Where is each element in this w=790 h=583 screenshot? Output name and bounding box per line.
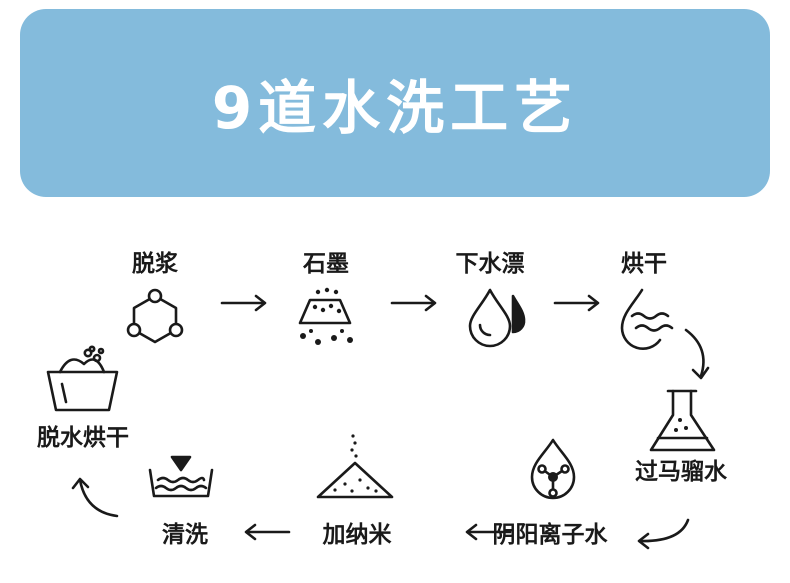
arrow-2: [390, 294, 437, 312]
step-label-wash: 清洗: [162, 522, 208, 548]
wash-basin-bubbles-icon: [46, 345, 119, 412]
step-label-rinse: 下水漂: [455, 251, 525, 277]
step-label-desizing: 脱浆: [132, 251, 178, 277]
wash-tub-icon: [148, 455, 214, 498]
arrow-1: [220, 294, 267, 312]
step-label-ion-water: 阴阳离子水: [492, 522, 608, 548]
page-title: 9道水洗工艺: [211, 74, 579, 142]
arrow-5: [637, 518, 690, 550]
step-label-graphite: 石墨: [303, 251, 349, 277]
arrow-7: [244, 523, 291, 541]
arrow-4: [684, 328, 710, 380]
arrow-3: [553, 294, 600, 312]
graphite-particles-icon: [298, 287, 353, 345]
drop-waves-icon: [620, 288, 674, 350]
step-label-nano: 加纳米: [322, 522, 392, 548]
flask-icon: [649, 389, 716, 452]
hexagon-molecule-icon: [126, 288, 184, 344]
arrow-8: [71, 477, 119, 518]
title-banner: 9道水洗工艺: [20, 9, 770, 197]
water-drops-icon: [468, 288, 526, 348]
arrow-6: [465, 523, 512, 541]
step-label-flask-water: 过马骝水: [635, 459, 727, 485]
step-label-spin-dry: 脱水烘干: [37, 425, 129, 451]
nano-powder-pile-icon: [316, 434, 394, 499]
drop-molecule-icon: [530, 438, 576, 500]
step-label-dry: 烘干: [621, 251, 667, 277]
